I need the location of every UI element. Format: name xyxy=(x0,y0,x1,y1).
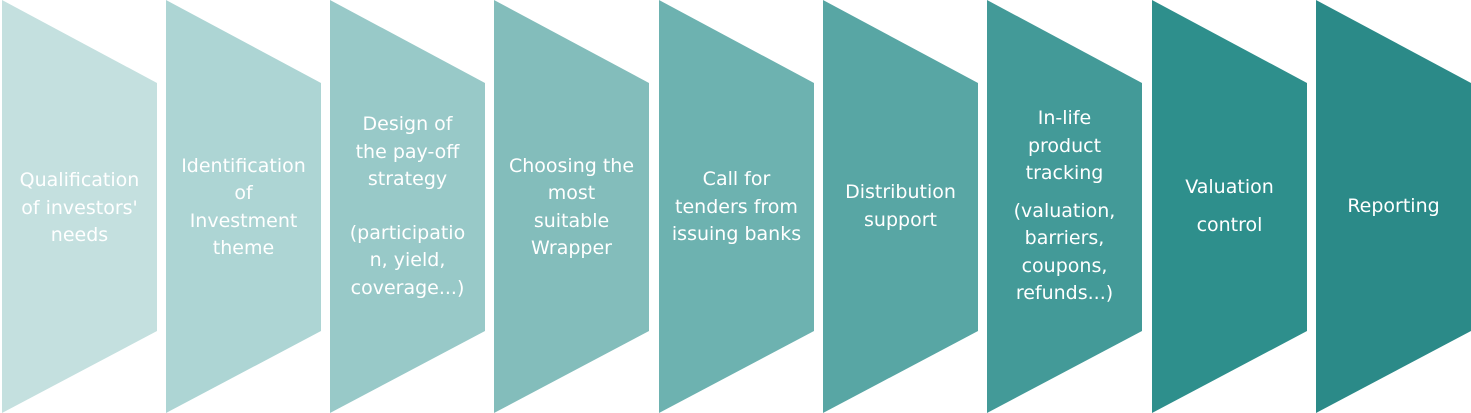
step-text-line: Distribution xyxy=(845,181,956,203)
step-note-line: refunds...) xyxy=(1015,282,1114,305)
step-label: Valuation control xyxy=(1152,0,1307,413)
step-note-line: coverage...) xyxy=(350,276,465,299)
step-text-line: of investors' xyxy=(21,196,138,219)
step-qualification: Qualification of investors' needs xyxy=(2,0,157,413)
step-text-line: Wrapper xyxy=(530,237,612,259)
step-note-line: coupons, xyxy=(1021,254,1108,277)
step-identification: Identification of Investment theme xyxy=(166,0,321,413)
step-note-line: (participatio xyxy=(349,221,466,244)
step-text-line: Investment xyxy=(189,209,298,232)
step-design: Design of the pay-off strategy (particip… xyxy=(330,0,485,413)
step-text-line: Reporting xyxy=(1347,194,1440,217)
step-text-line: tenders from xyxy=(675,195,798,218)
step-label: Call for tenders from issuing banks xyxy=(659,0,814,413)
step-text-line: support xyxy=(864,208,937,231)
step-text-line: issuing banks xyxy=(671,223,802,246)
step-text-line: Choosing the xyxy=(508,154,635,177)
step-text-line: suitable xyxy=(533,209,610,232)
step-tracking: In-life product tracking (valuation, bar… xyxy=(987,0,1142,413)
step-label: In-life product tracking (valuation, bar… xyxy=(987,0,1142,413)
step-shape xyxy=(2,0,157,413)
step-shape xyxy=(494,0,649,413)
step-valuation: Valuation control xyxy=(1152,0,1307,413)
step-shape xyxy=(166,0,321,413)
step-text-line: most xyxy=(547,182,596,204)
step-shape xyxy=(330,0,485,413)
step-note-line: n, yield, xyxy=(369,249,446,271)
step-note-line: (valuation, xyxy=(1013,199,1116,222)
step-reporting: Reporting xyxy=(1316,0,1471,413)
step-label: Design of the pay-off strategy (particip… xyxy=(330,0,485,413)
step-shape xyxy=(823,0,978,413)
step-wrapper: Choosing the most suitable Wrapper xyxy=(494,0,649,413)
step-shape xyxy=(1316,0,1471,413)
step-text-line: product xyxy=(1027,134,1102,157)
step-text-line: of xyxy=(234,182,253,204)
step-shape xyxy=(659,0,814,413)
step-label: Qualification of investors' needs xyxy=(2,0,157,413)
step-text-line: Call for xyxy=(702,168,771,191)
step-text-line: needs xyxy=(50,224,109,247)
step-text-line: the pay-off xyxy=(355,140,460,163)
step-text-line: Qualification xyxy=(19,169,140,192)
step-text-line: Identification xyxy=(181,154,306,177)
step-label: Identification of Investment theme xyxy=(166,0,321,413)
step-text-line: In-life xyxy=(1037,107,1092,130)
step-shape xyxy=(987,0,1142,413)
step-text-line: tracking xyxy=(1025,162,1104,185)
step-text-line: Valuation xyxy=(1185,176,1274,198)
step-tenders: Call for tenders from issuing banks xyxy=(659,0,814,413)
step-shape xyxy=(1152,0,1307,413)
step-label: Reporting xyxy=(1316,0,1471,413)
step-text-line: Design of xyxy=(362,113,453,135)
step-note-line: barriers, xyxy=(1024,227,1105,250)
step-distribution: Distribution support xyxy=(823,0,978,413)
step-label: Choosing the most suitable Wrapper xyxy=(494,0,649,413)
step-label: Distribution support xyxy=(823,0,978,413)
step-text-line: control xyxy=(1196,213,1263,236)
step-text-line: theme xyxy=(212,237,275,259)
step-text-line: strategy xyxy=(367,168,448,190)
